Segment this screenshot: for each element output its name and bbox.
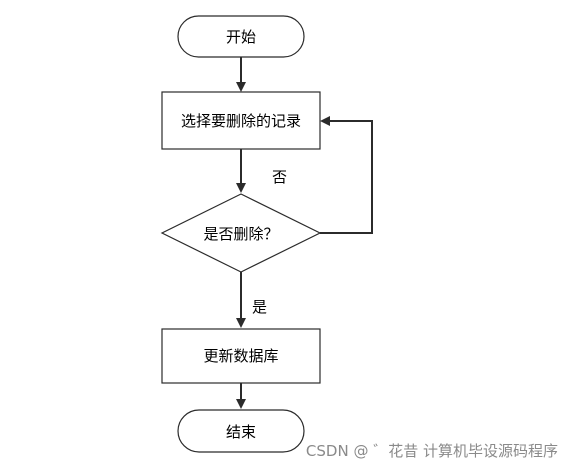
start-label: 开始 xyxy=(226,28,256,46)
end-terminator-shape xyxy=(177,409,305,453)
update-db-label: 更新数据库 xyxy=(203,347,278,365)
no-edge-label: 否 xyxy=(272,168,287,186)
yes-edge-label: 是 xyxy=(252,298,267,316)
edge-decision-no-loop xyxy=(320,116,373,234)
select-record-node: 选择要删除的记录 xyxy=(161,91,321,150)
decision-node: 是否删除？ xyxy=(160,193,322,273)
select-record-label: 选择要删除的记录 xyxy=(181,112,301,130)
end-node: 结束 xyxy=(177,409,305,453)
select-record-shape xyxy=(161,91,321,150)
watermark: CSDN @ ゛花昔 计算机毕设源码程序 xyxy=(306,442,558,460)
start-node: 开始 xyxy=(177,15,305,58)
decision-label: 是否删除？ xyxy=(203,225,278,243)
update-db-shape xyxy=(161,328,321,384)
update-db-node: 更新数据库 xyxy=(161,328,321,384)
end-label: 结束 xyxy=(226,423,256,441)
